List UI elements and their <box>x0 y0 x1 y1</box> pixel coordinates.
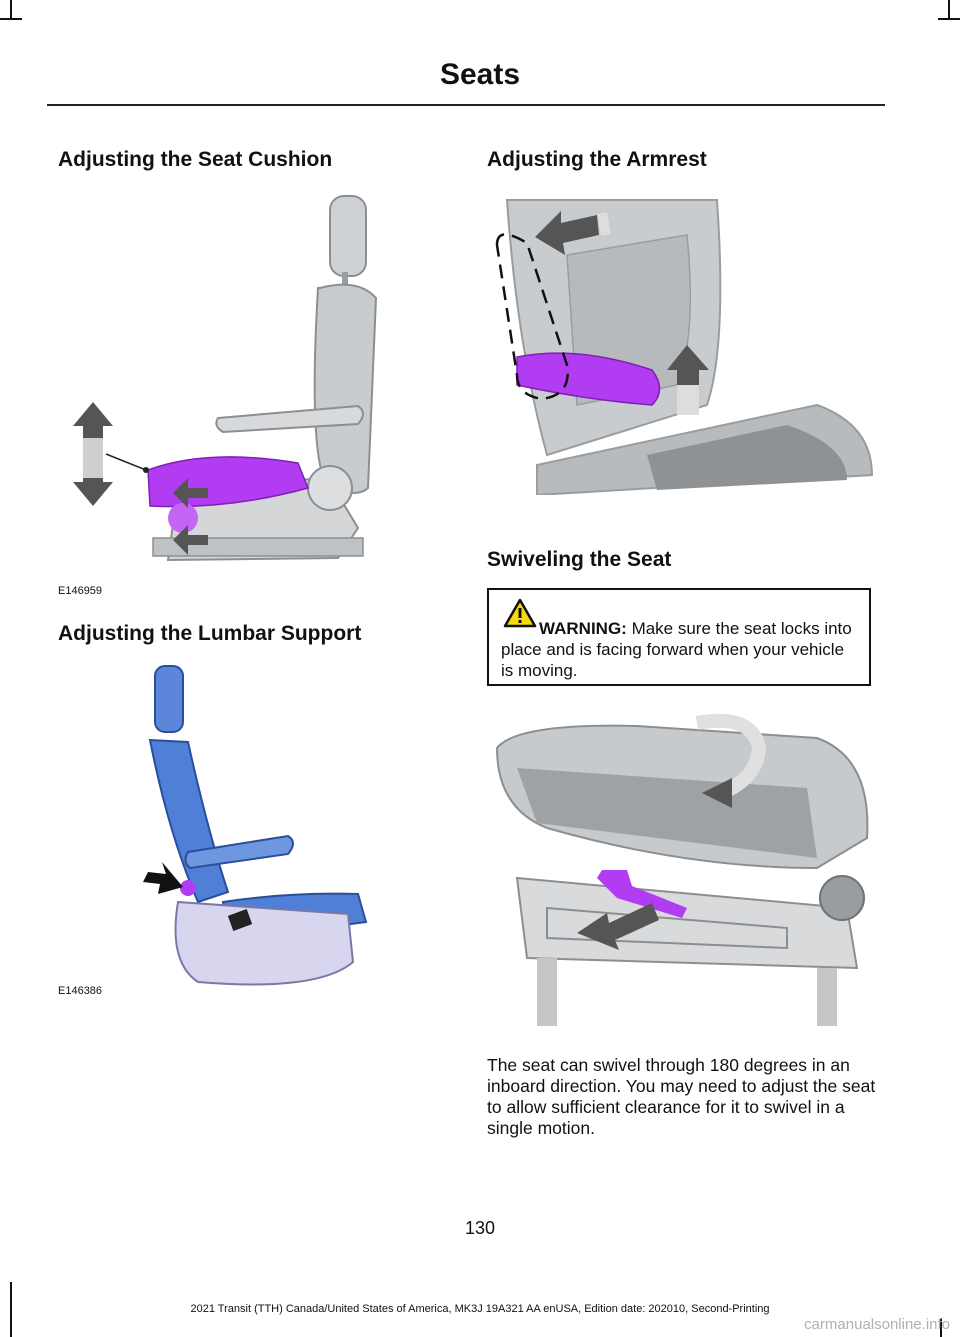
crop-mark-top-right-v <box>948 0 950 20</box>
swivel-figure <box>487 708 877 1026</box>
page-number: 130 <box>464 1218 496 1238</box>
crop-mark-top-left-v <box>10 0 12 20</box>
crop-mark-top-left-h <box>0 18 22 20</box>
seat-cushion-figure <box>58 188 428 600</box>
swivel-body-text: The seat can swivel through 180 degrees … <box>487 1055 876 1138</box>
armrest-heading: Adjusting the Armrest <box>487 148 707 171</box>
seat-cushion-figure-code: E146959 <box>58 585 103 597</box>
armrest-figure <box>487 195 877 495</box>
crop-mark-top-right-h <box>938 18 960 20</box>
crop-mark-bottom-left-v <box>10 1282 12 1337</box>
warning-text: Make sure the seat locks into place and … <box>501 619 852 680</box>
lumbar-figure-code: E146386 <box>58 985 103 997</box>
crop-mark-bottom-right-v <box>940 1318 942 1337</box>
seat-cushion-heading: Adjusting the Seat Cushion <box>58 148 333 171</box>
header-rule <box>47 104 885 106</box>
lumbar-figure <box>58 662 428 1002</box>
page-header-title: Seats <box>439 58 521 91</box>
warning-triangle-icon <box>503 598 537 633</box>
warning-label: WARNING: <box>539 619 627 638</box>
lumbar-heading: Adjusting the Lumbar Support <box>58 622 362 645</box>
warning-box: WARNING: Make sure the seat locks into p… <box>487 588 871 686</box>
footer-text: 2021 Transit (TTH) Canada/United States … <box>190 1303 770 1315</box>
watermark: carmanualsonline.info <box>804 1316 950 1333</box>
swivel-heading: Swiveling the Seat <box>487 548 672 571</box>
